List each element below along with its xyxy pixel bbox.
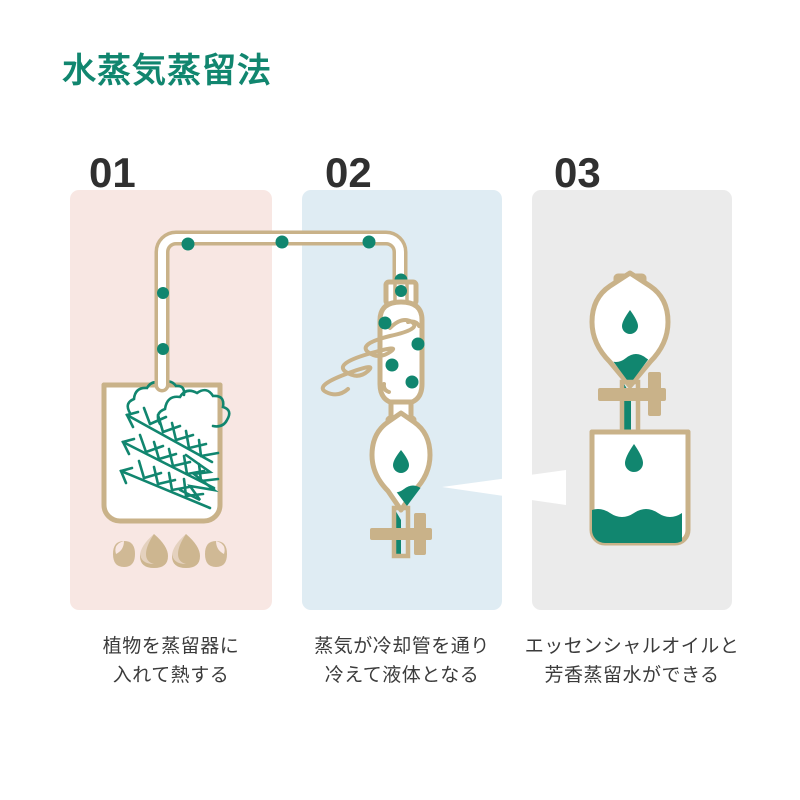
step-number-3: 03 — [554, 149, 601, 196]
step-panel-1 — [70, 190, 272, 610]
caption-line: 蒸気が冷却管を通り — [314, 636, 490, 657]
vapor-bubble-dot — [275, 235, 289, 249]
caption-line: 植物を蒸留器に — [102, 636, 240, 657]
caption-line: 芳香蒸留水ができる — [544, 665, 720, 687]
step-panel-3 — [532, 190, 732, 610]
step-caption-2: 蒸気が冷却管を通り 冷えて液体となる — [282, 632, 522, 691]
step-caption-3: エッセンシャルオイルと 芳香蒸留水ができる — [512, 632, 752, 691]
caption-line: 冷えて液体となる — [324, 665, 480, 687]
step-caption-1: 植物を蒸留器に 入れて熱する — [51, 632, 291, 691]
caption-line: 入れて熱する — [112, 665, 230, 687]
page-title: 水蒸気蒸留法 — [62, 52, 272, 90]
step-number-1: 01 — [89, 149, 136, 196]
step-panel-2 — [302, 190, 502, 610]
caption-line: エッセンシャルオイルと — [524, 636, 740, 657]
step-number-2: 02 — [325, 149, 372, 196]
